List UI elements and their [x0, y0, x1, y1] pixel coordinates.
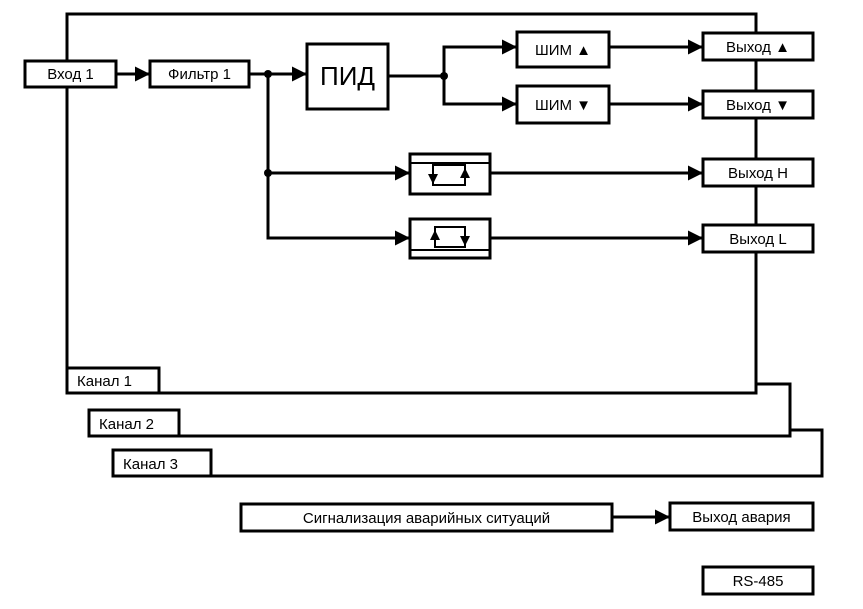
rs485-label: RS-485 [733, 573, 784, 590]
channel-2-frame: Канал 2 [87, 382, 792, 438]
channel-1-label: Канал 1 [77, 373, 132, 390]
output-down-block: Выход ▼ [701, 89, 815, 120]
comparator-h-block [408, 152, 492, 196]
filter-label: Фильтр 1 [168, 66, 231, 83]
output-h-label: Выход Н [728, 165, 788, 182]
input-block: Вход 1 [23, 59, 118, 89]
output-l-label: Выход L [729, 231, 786, 248]
channel-3-tab [111, 448, 213, 478]
output-down-label: Выход ▼ [726, 97, 790, 114]
arrow-filter-comp-l [266, 74, 410, 246]
output-h-block: Выход Н [701, 157, 815, 188]
pid-block: ПИД [305, 42, 390, 111]
arrow-pid-pwm-up [442, 39, 517, 76]
alarm-output-label: Выход авария [692, 509, 790, 526]
input-label: Вход 1 [47, 66, 93, 83]
alarm-block: Сигнализация аварийных ситуаций [239, 502, 614, 533]
pid-label: ПИД [320, 61, 375, 91]
channel-1-tab [65, 366, 161, 395]
output-up-block: Выход ▲ [701, 31, 815, 62]
channel-2-tab [87, 408, 181, 438]
output-up-label: Выход ▲ [726, 39, 790, 56]
pwm-up-block: ШИМ ▲ [515, 30, 611, 69]
channel-1-frame: Канал 1 [65, 12, 758, 395]
comparator-l-block [408, 217, 492, 260]
channel-3-frame: Канал 3 [111, 428, 824, 478]
junction-dot [264, 70, 272, 78]
alarm-label: Сигнализация аварийных ситуаций [303, 510, 550, 527]
junction-dot [440, 72, 448, 80]
junction-dot [264, 169, 272, 177]
channel-2-label: Канал 2 [99, 416, 154, 433]
pwm-down-label: ШИМ ▼ [535, 97, 591, 114]
output-l-block: Выход L [701, 223, 815, 254]
rs485-block: RS-485 [701, 565, 815, 596]
pwm-up-label: ШИМ ▲ [535, 42, 591, 59]
alarm-output-block: Выход авария [668, 501, 815, 532]
filter-block: Фильтр 1 [148, 59, 251, 89]
connections [116, 39, 703, 525]
arrow-pid-pwm-down [442, 76, 517, 112]
pwm-down-block: ШИМ ▼ [515, 84, 611, 125]
channel-3-label: Канал 3 [123, 456, 178, 473]
